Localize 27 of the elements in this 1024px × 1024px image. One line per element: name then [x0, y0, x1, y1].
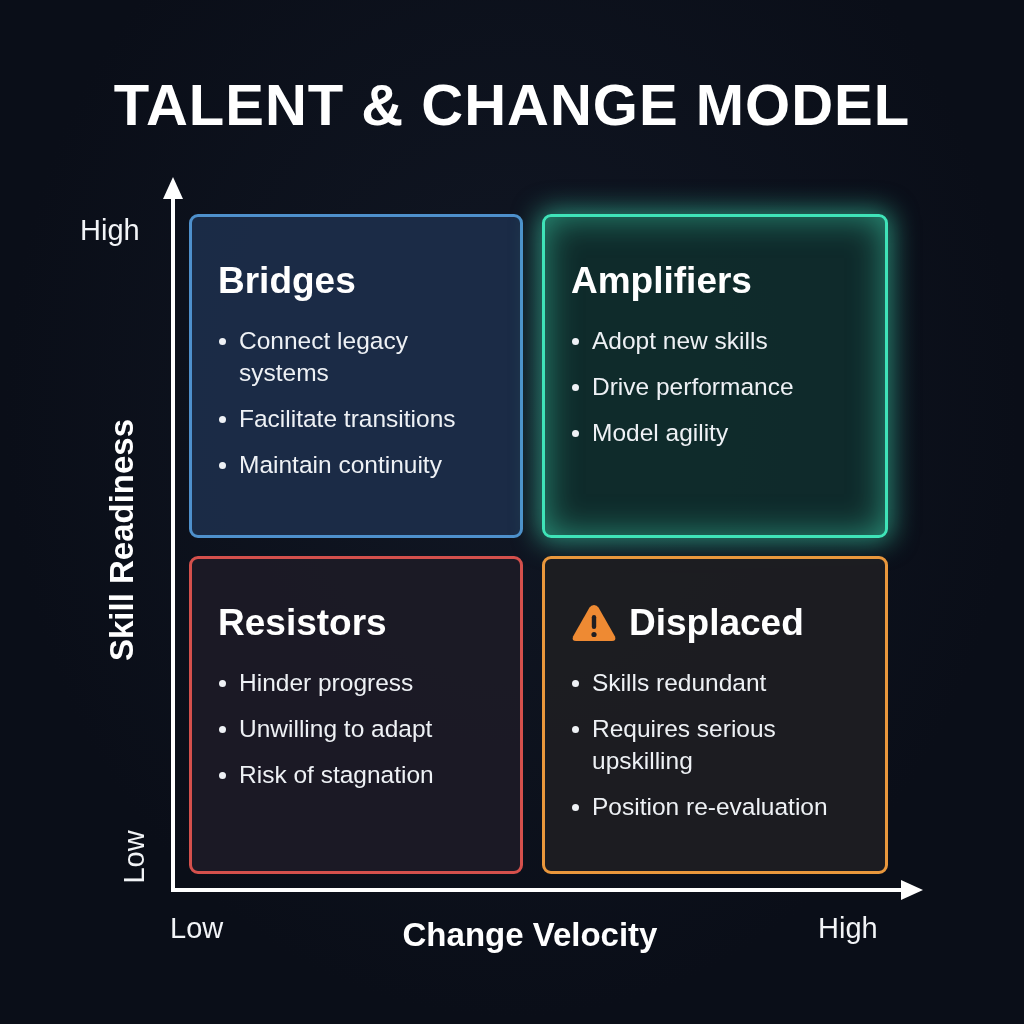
quadrant-box: [189, 556, 523, 874]
axis-scale-label: Low: [117, 830, 151, 884]
bullet-point: Unwilling to adapt: [216, 713, 506, 745]
bullet-point: Facilitate transitions: [216, 403, 478, 435]
axis-scale-label: Low: [170, 911, 224, 945]
axis-title: Change Velocity: [402, 918, 658, 952]
bullet-point: Adopt new skills: [569, 325, 869, 357]
bullet-point: Connect legacy systems: [216, 325, 478, 389]
quadrant-heading: Bridges: [218, 259, 356, 303]
bullet-point: Model agility: [569, 417, 869, 449]
bullet-point: Skills redundant: [569, 667, 875, 699]
axis-title: Skill Readiness: [105, 418, 139, 662]
title: TALENT & CHANGE MODEL: [113, 72, 911, 138]
bullet-point: Position re-evaluation: [569, 791, 875, 823]
quadrant-heading: Displaced: [629, 601, 804, 645]
bullet-point: Risk of stagnation: [216, 759, 506, 791]
axis-scale-label: High: [80, 213, 140, 247]
quadrant-box: [189, 214, 523, 538]
bullet-point: Drive performance: [569, 371, 869, 403]
quadrant-box: [542, 556, 888, 874]
quadrant-heading: Amplifiers: [571, 259, 752, 303]
bullet-point: Requires serious upskilling: [569, 713, 875, 777]
quadrant-box: [542, 214, 888, 538]
quadrant-heading: Resistors: [218, 601, 387, 645]
axis-scale-label: High: [818, 911, 878, 945]
bullet-point: Hinder progress: [216, 667, 506, 699]
bullet-point: Maintain continuity: [216, 449, 478, 481]
